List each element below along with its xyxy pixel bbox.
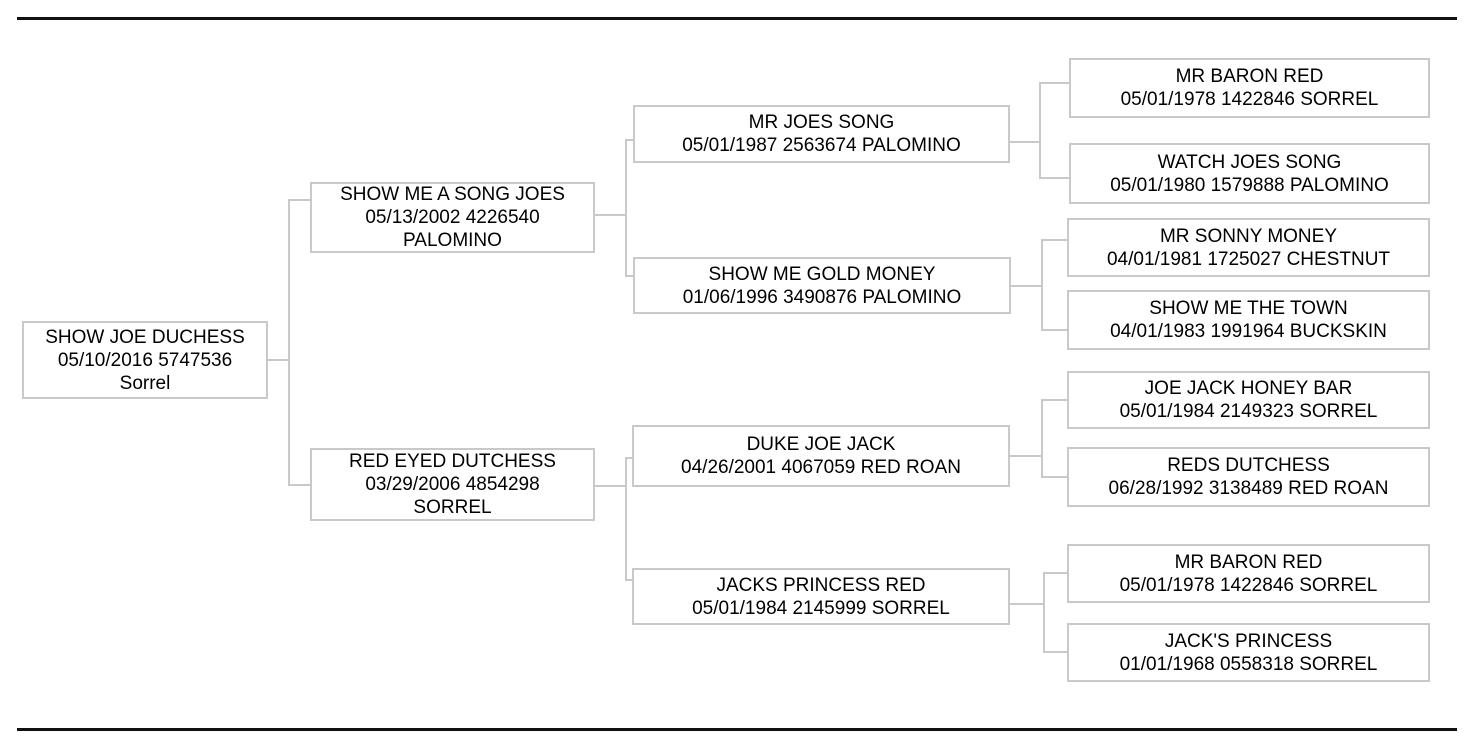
connector: [1043, 572, 1067, 653]
horse-box-sire-sire-dam: WATCH JOES SONG 05/01/1980 1579888 PALOM…: [1069, 143, 1430, 204]
horse-color-label: SORREL: [413, 497, 492, 518]
horse-color-label: Sorrel: [119, 372, 171, 394]
horse-name: MR JOES SONG: [748, 112, 895, 133]
horse-info: 05/01/1984 2145999 SORREL: [692, 597, 950, 619]
horse-info: 05/10/2016 5747536: [57, 349, 233, 371]
horse-info: 06/28/1992 3138489 RED ROAN: [1108, 478, 1389, 499]
horse-name: MR BARON RED: [1174, 551, 1323, 573]
horse-name: SHOW ME GOLD MONEY: [708, 263, 936, 285]
horse-name: SHOW ME A SONG JOES: [340, 184, 565, 205]
horse-name: SHOW JOE DUCHESS: [45, 326, 245, 348]
horse-info: 05/01/1984 2149323 SORREL: [1119, 401, 1378, 422]
horse-name: JACKS PRINCESS RED: [716, 574, 926, 596]
horse-info: 04/01/1983 1991964 BUCKSKIN: [1110, 321, 1387, 342]
horse-name: JACK'S PRINCESS: [1164, 630, 1333, 652]
horse-name: REDS DUTCHESS: [1167, 455, 1330, 476]
horse-box-dam-sire-sire: JOE JACK HONEY BAR 05/01/1984 2149323 SO…: [1067, 371, 1430, 429]
horse-box-dam-dam: JACKS PRINCESS RED 05/01/1984 2145999 SO…: [632, 568, 1010, 625]
connector: [1039, 82, 1069, 179]
horse-name: DUKE JOE JACK: [746, 434, 896, 455]
horse-info: 05/01/1978 1422846 SORREL: [1120, 89, 1379, 110]
horse-box-root: SHOW JOE DUCHESS 05/10/2016 5747536 Sorr…: [22, 321, 268, 399]
horse-name: MR BARON RED: [1175, 66, 1324, 87]
horse-box-sire-dam: SHOW ME GOLD MONEY 01/06/1996 3490876 PA…: [633, 257, 1011, 314]
horse-box-dam: RED EYED DUTCHESS 03/29/2006 4854298 SOR…: [310, 448, 595, 521]
horse-name: SHOW ME THE TOWN: [1149, 298, 1348, 319]
horse-box-sire: SHOW ME A SONG JOES 05/13/2002 4226540 P…: [310, 182, 595, 253]
connector: [1041, 239, 1067, 331]
horse-box-sire-sire-sire: MR BARON RED 05/01/1978 1422846 SORREL: [1069, 58, 1430, 118]
horse-info: 04/01/1981 1725027 CHESTNUT: [1106, 248, 1391, 270]
horse-box-dam-dam-dam: JACK'S PRINCESS 01/01/1968 0558318 SORRE…: [1067, 623, 1430, 682]
horse-name: JOE JACK HONEY BAR: [1144, 378, 1353, 399]
horse-name: MR SONNY MONEY: [1159, 225, 1337, 247]
horse-info: 01/01/1968 0558318 SORREL: [1119, 653, 1378, 675]
horse-info: 03/29/2006 4854298: [365, 474, 540, 495]
horse-info: 04/26/2001 4067059 RED ROAN: [681, 457, 961, 478]
connector: [1041, 399, 1067, 478]
horse-color-label: PALOMINO: [403, 230, 502, 251]
horse-box-sire-dam-dam: SHOW ME THE TOWN 04/01/1983 1991964 BUCK…: [1067, 290, 1430, 350]
horse-box-dam-sire-dam: REDS DUTCHESS 06/28/1992 3138489 RED ROA…: [1067, 447, 1430, 507]
horse-info: 05/01/1978 1422846 SORREL: [1119, 574, 1378, 596]
horse-info: 05/13/2002 4226540: [365, 207, 540, 228]
horse-info: 05/01/1987 2563674 PALOMINO: [682, 135, 961, 156]
connector: [288, 199, 310, 486]
horse-box-dam-sire: DUKE JOE JACK 04/26/2001 4067059 RED ROA…: [632, 425, 1010, 487]
connector: [625, 139, 633, 277]
horse-info: 05/01/1980 1579888 PALOMINO: [1110, 174, 1389, 196]
horse-name: WATCH JOES SONG: [1157, 151, 1342, 173]
connector: [625, 457, 632, 581]
horse-box-sire-sire: MR JOES SONG 05/01/1987 2563674 PALOMINO: [633, 105, 1010, 163]
horse-box-dam-dam-sire: MR BARON RED 05/01/1978 1422846 SORREL: [1067, 544, 1430, 603]
horse-name: RED EYED DUTCHESS: [349, 451, 556, 472]
horse-box-sire-dam-sire: MR SONNY MONEY 04/01/1981 1725027 CHESTN…: [1067, 218, 1430, 277]
horse-info: 01/06/1996 3490876 PALOMINO: [682, 286, 962, 308]
